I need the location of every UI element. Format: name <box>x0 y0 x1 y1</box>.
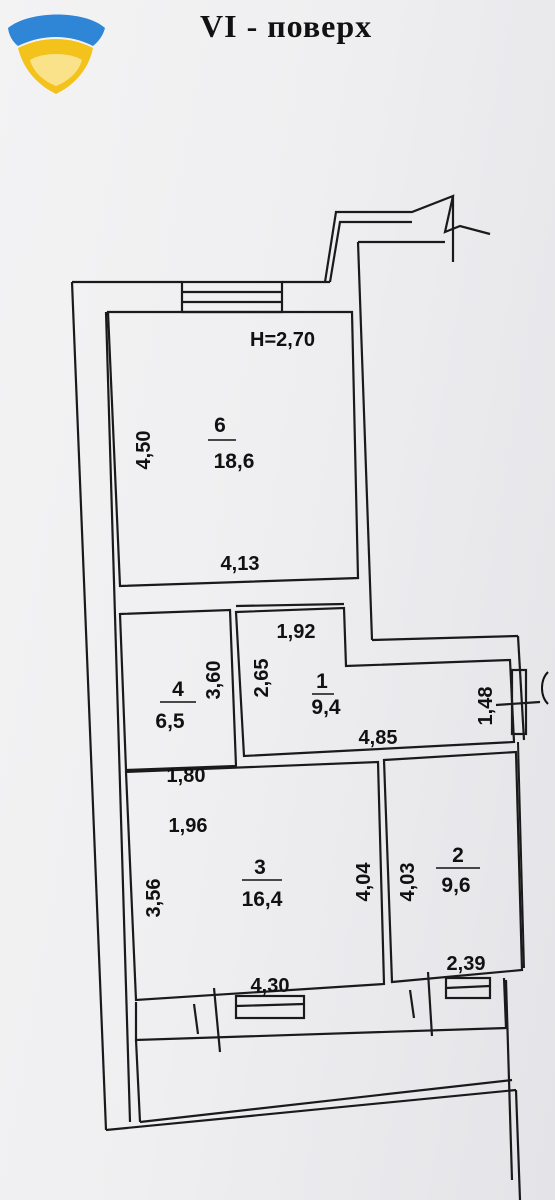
room-3-number: 3 <box>254 856 266 879</box>
edge-marker-icon <box>541 671 549 705</box>
room-4-height-dim: 3,60 <box>203 661 225 700</box>
room-6 <box>106 310 360 588</box>
floor-title: VI - поверх <box>200 8 373 44</box>
room-1 <box>234 602 541 758</box>
room-3-area: 16,4 <box>242 888 283 911</box>
room-4-width-dim: 1,80 <box>167 765 206 787</box>
room-4-number: 4 <box>172 678 184 701</box>
room-1-area: 9,4 <box>311 696 341 719</box>
room-6-height-dim: 4,50 <box>133 431 155 470</box>
room-6-area: 18,6 <box>214 450 255 473</box>
room-3-bottom-dim: 4,30 <box>251 975 290 997</box>
room-2 <box>382 750 524 984</box>
room-1-bottom-dim: 4,85 <box>359 727 398 749</box>
room-2-number: 2 <box>452 844 464 867</box>
ceiling-height-label: H=2,70 <box>250 329 315 351</box>
room-6-width-dim: 4,13 <box>221 553 260 575</box>
room-1-left-dim: 2,65 <box>251 659 273 698</box>
room-6-number: 6 <box>214 414 226 437</box>
room-1-right-dim: 1,48 <box>475 687 497 726</box>
walls <box>70 194 491 1131</box>
room-1-number: 1 <box>316 670 328 693</box>
room-2-bottom-dim: 2,39 <box>447 953 486 975</box>
room-2-area: 9,6 <box>441 874 470 897</box>
room-3 <box>124 760 386 1002</box>
room-4 <box>118 608 238 772</box>
right-wall <box>517 741 525 969</box>
logo-icon <box>8 14 105 94</box>
balcony <box>105 971 522 1200</box>
room-3-top-dim: 1,96 <box>169 815 208 837</box>
room-4-area: 6,5 <box>155 710 185 733</box>
room-1-top-dim: 1,92 <box>277 621 316 643</box>
room-2-left-dim: 4,03 <box>397 863 419 902</box>
room-3-left-dim: 3,56 <box>143 879 165 918</box>
room-3-right-dim: 4,04 <box>353 862 375 902</box>
